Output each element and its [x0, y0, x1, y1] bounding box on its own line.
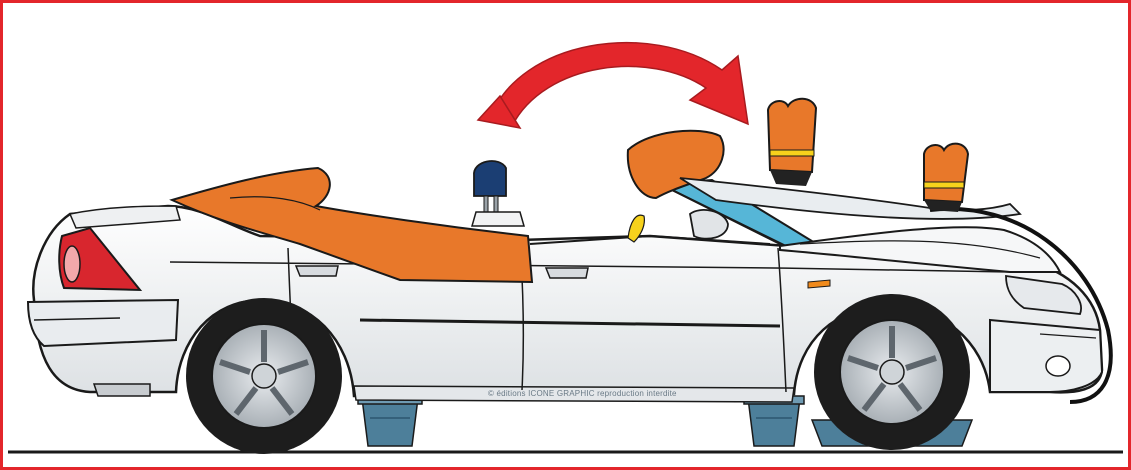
rear-wheel [186, 298, 342, 454]
curved-arrow-icon [478, 43, 748, 128]
jack-stand-icon [744, 396, 804, 446]
glove-icon [768, 99, 816, 186]
glove-icon [924, 144, 968, 212]
headrest [472, 161, 524, 226]
jack-stand-icon [358, 396, 422, 446]
front-wheel [814, 294, 970, 450]
credit-text: © éditions ICONE GRAPHIC reproduction in… [488, 389, 677, 398]
